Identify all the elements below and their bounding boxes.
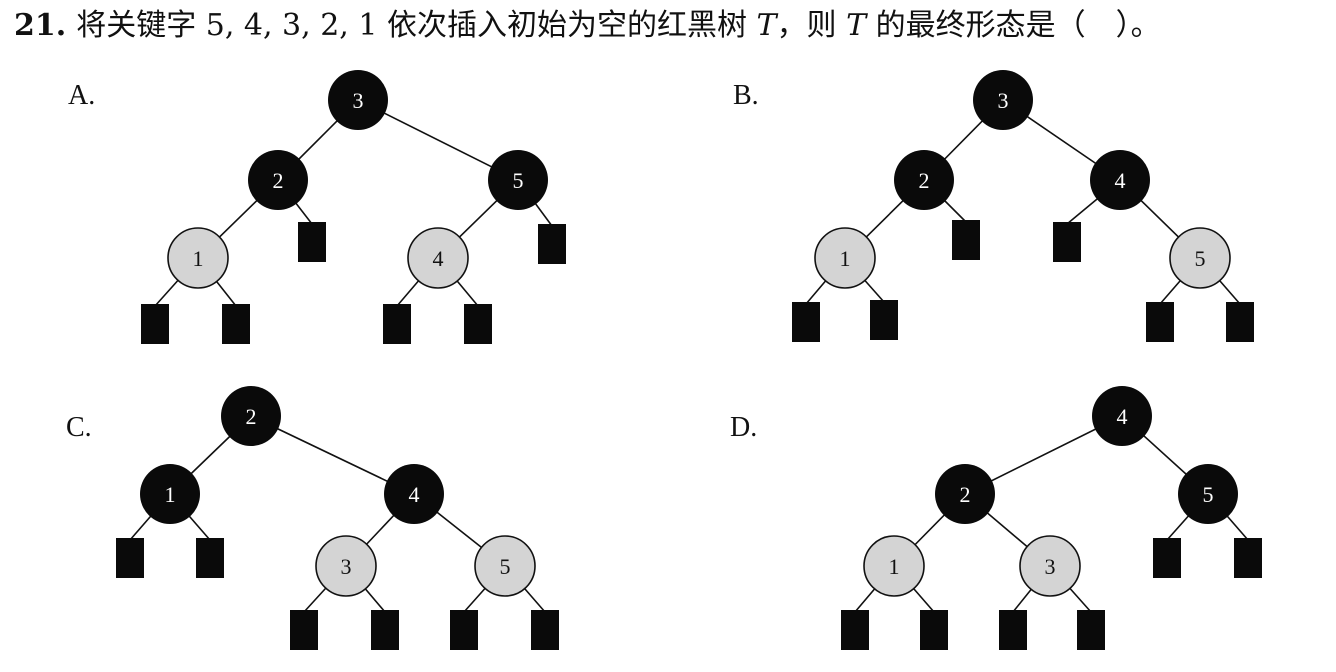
red-node-4: [407, 227, 469, 289]
black-node-2: [221, 386, 281, 446]
black-node-3: [973, 70, 1033, 130]
nil-leaf: [116, 538, 144, 578]
nil-leaf: [538, 224, 566, 264]
node-key-3: 3: [353, 88, 364, 113]
red-node-1: [167, 227, 229, 289]
node-key-1: 1: [840, 246, 851, 271]
node-key-5: 5: [500, 554, 511, 579]
node-key-2: 2: [246, 404, 257, 429]
question-text-part: ，则: [776, 8, 847, 43]
black-node-2: [248, 150, 308, 210]
red-node-5: [1169, 227, 1231, 289]
black-node-2: [894, 150, 954, 210]
red-node-3: [315, 535, 377, 597]
nil-leaf: [196, 538, 224, 578]
nil-leaf: [383, 304, 411, 344]
nil-leaf: [222, 304, 250, 344]
nil-leaf: [920, 610, 948, 650]
black-node-5: [488, 150, 548, 210]
nil-leaf: [1226, 302, 1254, 342]
black-node-2: [935, 464, 995, 524]
nil-leaf: [1077, 610, 1105, 650]
option-c-tree: 2 1 4 3 5: [116, 386, 559, 650]
node-key-2: 2: [273, 168, 284, 193]
option-d-label: D.: [730, 412, 757, 443]
node-key-5: 5: [1195, 246, 1206, 271]
question-stem: 21. 将关键字 5, 4, 3, 2, 1 依次插入初始为空的红黑树 T，则 T…: [14, 6, 1161, 46]
option-c-label: C.: [66, 412, 92, 443]
black-node-4: [1090, 150, 1150, 210]
black-node-5: [1178, 464, 1238, 524]
option-d-tree: 4 2 5 1 3: [841, 386, 1262, 650]
nil-leaf: [841, 610, 869, 650]
option-a-label: A.: [68, 80, 95, 111]
black-node-4: [384, 464, 444, 524]
node-key-4: 4: [409, 482, 420, 507]
red-node-5: [474, 535, 536, 597]
question-text-part: 将关键字 5, 4, 3, 2, 1 依次插入初始为空的红黑树: [76, 8, 757, 43]
nil-leaf: [450, 610, 478, 650]
nil-leaf: [141, 304, 169, 344]
black-node-3: [328, 70, 388, 130]
nil-leaf: [298, 222, 326, 262]
node-key-5: 5: [1203, 482, 1214, 507]
nil-leaf: [1146, 302, 1174, 342]
nil-leaf: [792, 302, 820, 342]
node-key-2: 2: [919, 168, 930, 193]
nil-leaf: [531, 610, 559, 650]
nil-leaf: [999, 610, 1027, 650]
tree-edge: [250, 415, 415, 495]
option-a-tree: 3 2 5 1 4: [141, 70, 566, 344]
black-node-4: [1092, 386, 1152, 446]
tree-variable: T: [846, 8, 867, 43]
node-key-3: 3: [998, 88, 1009, 113]
black-node-1: [140, 464, 200, 524]
nil-leaf: [1153, 538, 1181, 578]
red-node-3: [1019, 535, 1081, 597]
node-key-1: 1: [193, 246, 204, 271]
nil-leaf: [952, 220, 980, 260]
node-key-4: 4: [1115, 168, 1126, 193]
nil-leaf: [1053, 222, 1081, 262]
node-key-5: 5: [513, 168, 524, 193]
question-text-part: 的最终形态是（ ）。: [866, 8, 1161, 43]
option-b-label: B.: [733, 80, 759, 111]
node-key-1: 1: [165, 482, 176, 507]
node-key-3: 3: [341, 554, 352, 579]
red-node-1: [863, 535, 925, 597]
nil-leaf: [371, 610, 399, 650]
nil-leaf: [1234, 538, 1262, 578]
question-number: 21.: [14, 8, 67, 43]
node-key-4: 4: [1117, 404, 1128, 429]
node-key-1: 1: [889, 554, 900, 579]
nil-leaf: [870, 300, 898, 340]
node-key-3: 3: [1045, 554, 1056, 579]
tree-variable: T: [756, 8, 777, 43]
nil-leaf: [464, 304, 492, 344]
option-b-tree: 3 2 4 1 5: [792, 70, 1254, 342]
node-key-2: 2: [960, 482, 971, 507]
red-node-1: [814, 227, 876, 289]
node-key-4: 4: [433, 246, 444, 271]
nil-leaf: [290, 610, 318, 650]
